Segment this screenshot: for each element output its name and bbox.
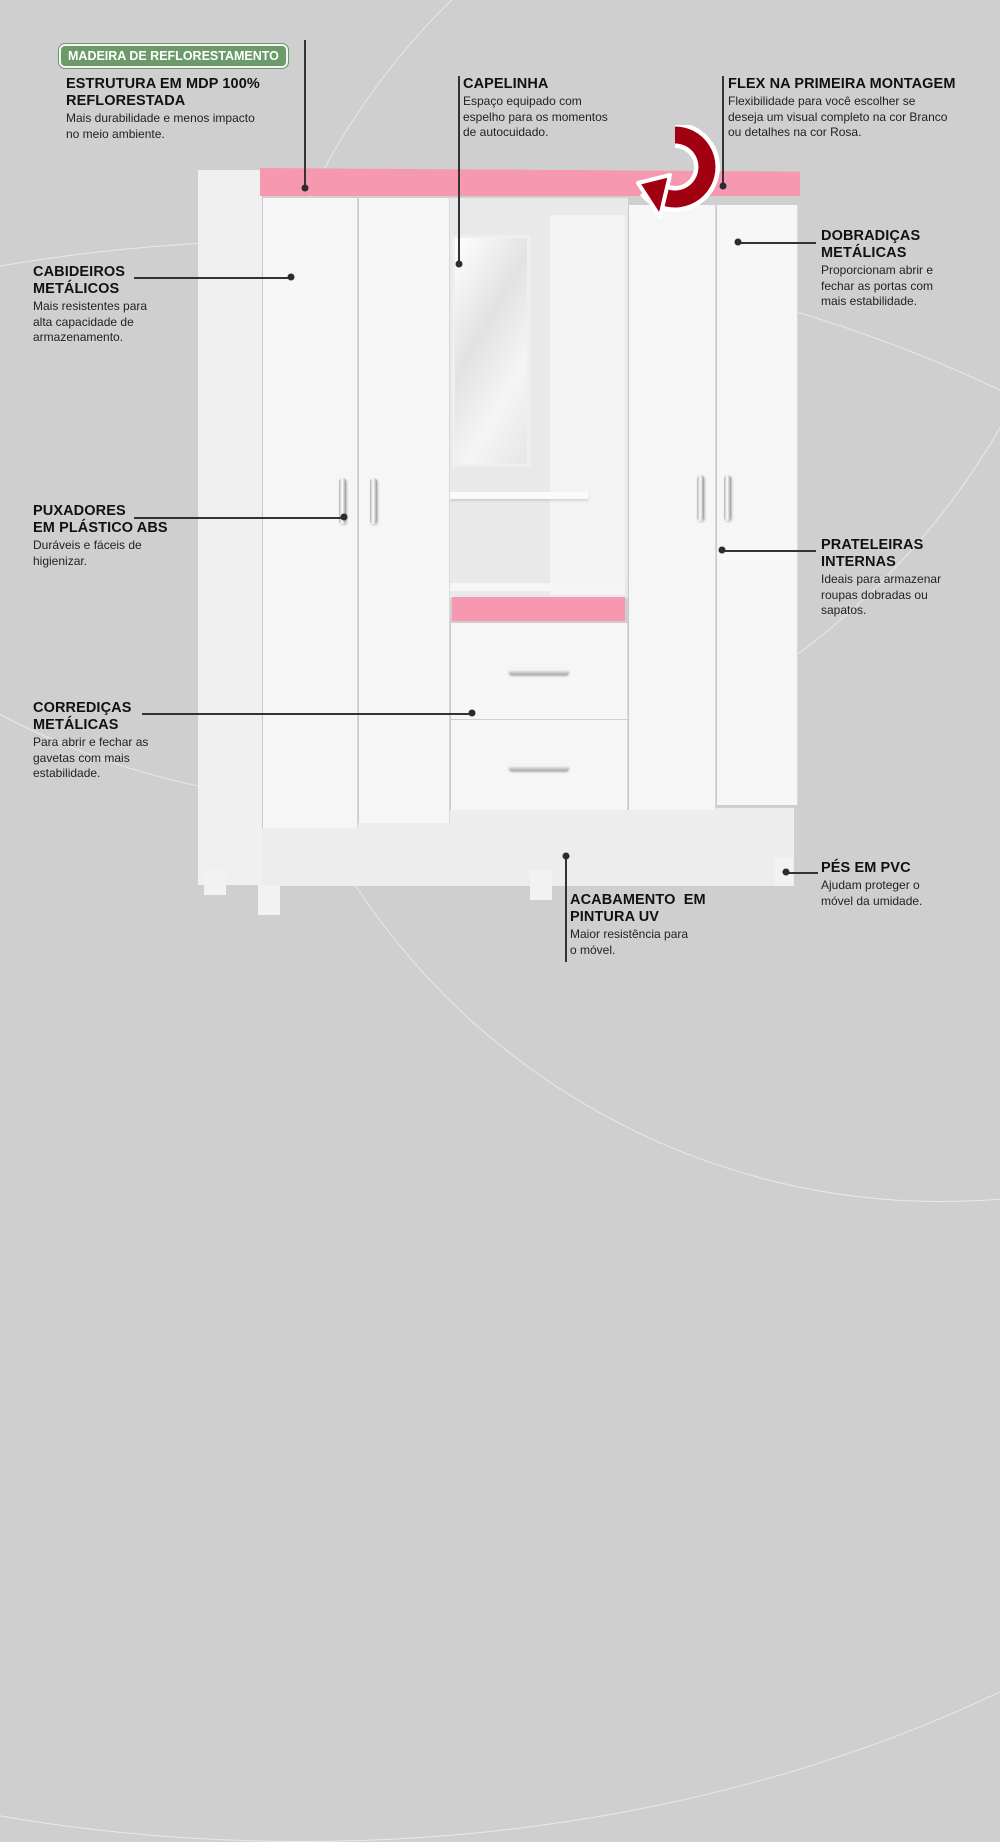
feature-title: PINTURA UV: [570, 909, 660, 925]
niche-shelf: [450, 492, 588, 499]
feature-title: PUXADORES: [33, 503, 126, 519]
feature-description: ou detalhes na cor Rosa.: [728, 125, 862, 139]
feature-dobradicas: DOBRADIÇAS METÁLICAS Proporcionam abrir …: [821, 228, 991, 310]
callout-dot-prateleiras: [718, 546, 726, 554]
mirror: [452, 235, 530, 467]
niche-pink-band: [452, 597, 625, 621]
feature-description: Ajudam proteger o: [821, 878, 920, 892]
feature-description: de autocuidado.: [463, 125, 549, 139]
leg-front-center: [530, 870, 552, 900]
feature-title: INTERNAS: [821, 554, 896, 570]
feature-description: alta capacidade de: [33, 314, 134, 329]
leader-line-capelinha: [458, 76, 460, 264]
feature-flex: FLEX NA PRIMEIRA MONTAGEM Flexibilidade …: [728, 76, 998, 141]
feature-description: Maior resistência para: [570, 927, 689, 941]
feature-description: Mais durabilidade e menos impacto: [66, 111, 255, 125]
door-handle-right-1[interactable]: [697, 475, 704, 521]
feature-description: Ideais para armazenar: [821, 572, 942, 586]
feature-estrutura: ESTRUTURA EM MDP 100% REFLORESTADA Mais …: [66, 76, 306, 142]
door-handle-left-1[interactable]: [339, 478, 346, 524]
feature-pes: PÉS EM PVC Ajudam proteger o móvel da um…: [821, 860, 991, 909]
feature-description: Flexibilidade para você escolher se: [728, 94, 916, 108]
feature-description: estabilidade.: [33, 766, 101, 780]
feature-corredicas: CORREDIÇAS METÁLICAS Para abrir e fechar…: [33, 700, 203, 782]
feature-description: armazenamento.: [33, 330, 124, 344]
reforestation-badge: MADEIRA DE REFLORESTAMENTO: [59, 44, 288, 68]
leader-line-flex: [722, 76, 724, 186]
feature-description: higienizar.: [33, 553, 88, 568]
feature-description: gavetas com mais: [33, 750, 130, 765]
feature-puxadores: PUXADORES EM PLÁSTICO ABS Duráveis e fác…: [33, 503, 203, 569]
feature-capelinha: CAPELINHA Espaço equipado com espelho pa…: [463, 76, 663, 141]
feature-title: METÁLICOS: [33, 281, 120, 297]
feature-title: ESTRUTURA EM MDP 100%: [66, 76, 260, 92]
callout-dot-dobradicas: [734, 238, 742, 246]
feature-description: Espaço equipado com: [463, 94, 582, 108]
leader-line-acabamento: [565, 856, 567, 962]
feature-title: PÉS EM PVC: [821, 860, 911, 876]
feature-title: CAPELINHA: [463, 76, 549, 92]
door-handle-right-2[interactable]: [724, 475, 731, 521]
leader-line-puxadores: [134, 517, 344, 519]
feature-title: DOBRADIÇAS: [821, 228, 921, 244]
callout-dot-cabideiros: [287, 273, 295, 281]
feature-title: CORREDIÇAS: [33, 700, 132, 716]
feature-description: Mais resistentes para: [33, 299, 148, 313]
feature-cabideiros: CABIDEIROS METÁLICOS Mais resistentes pa…: [33, 264, 203, 346]
feature-description: fechar as portas com: [821, 278, 934, 293]
left-side-panel: [198, 170, 262, 885]
drawer-bottom-handle[interactable]: [509, 765, 569, 771]
feature-description: roupas dobradas ou: [821, 587, 928, 602]
leader-line-corredicas: [142, 713, 472, 715]
rotate-arrow-icon: [636, 125, 720, 219]
leader-line-prateleiras: [722, 550, 816, 552]
door-right-2[interactable]: [716, 205, 798, 805]
feature-description: deseja um visual completo na cor Branco: [728, 109, 948, 124]
feature-title: FLEX NA PRIMEIRA MONTAGEM: [728, 76, 956, 92]
callout-dot-capelinha: [455, 260, 463, 268]
callout-dot-puxadores: [340, 513, 348, 521]
leader-line-dobradicas: [738, 242, 816, 244]
feature-description: mais estabilidade.: [821, 294, 918, 308]
callout-dot-corredicas: [468, 709, 476, 717]
feature-title: METÁLICAS: [33, 717, 119, 733]
callout-dot-estrutura: [301, 184, 309, 192]
feature-title: CABIDEIROS: [33, 264, 126, 280]
feature-title: ACABAMENTO EM: [570, 892, 706, 908]
feature-title: METÁLICAS: [821, 245, 907, 261]
callout-dot-pes: [782, 868, 790, 876]
leg-back-left: [204, 870, 226, 895]
feature-title: REFLORESTADA: [66, 93, 186, 109]
feature-description: Proporcionam abrir e: [821, 263, 934, 277]
leader-line-pes: [786, 872, 818, 874]
feature-description: o móvel.: [570, 942, 616, 957]
feature-description: sapatos.: [821, 603, 867, 617]
niche-pink-front: [450, 583, 625, 591]
door-handle-left-2[interactable]: [370, 478, 377, 524]
feature-title: PRATELEIRAS: [821, 537, 924, 553]
feature-title: EM PLÁSTICO ABS: [33, 520, 168, 536]
feature-description: Para abrir e fechar as: [33, 735, 149, 749]
feature-description: Duráveis e fáceis de: [33, 538, 142, 552]
drawer-top-handle[interactable]: [509, 669, 569, 675]
callout-dot-acabamento: [562, 852, 570, 860]
feature-prateleiras: PRATELEIRAS INTERNAS Ideais para armazen…: [821, 537, 991, 619]
feature-acabamento: ACABAMENTO EM PINTURA UV Maior resistênc…: [570, 892, 770, 958]
leader-line-estrutura: [304, 40, 306, 188]
leg-front-left: [258, 885, 280, 915]
callout-dot-flex: [719, 182, 727, 190]
feature-description: no meio ambiente.: [66, 126, 165, 141]
niche-inner-right: [550, 215, 625, 595]
leader-line-cabideiros: [134, 277, 290, 279]
feature-description: móvel da umidade.: [821, 893, 923, 908]
feature-description: espelho para os momentos: [463, 109, 608, 124]
